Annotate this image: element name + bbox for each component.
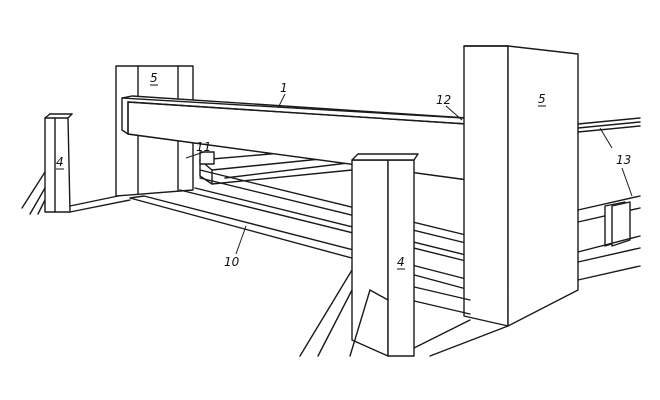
floor-right (409, 285, 509, 357)
right-column (463, 45, 579, 327)
label-rail: 10 (224, 255, 240, 269)
label-beam-end: 12 (436, 93, 451, 107)
label-table-edge: 13 (616, 153, 631, 167)
table (577, 117, 641, 281)
leaders (185, 93, 633, 255)
label-column-left: 5 (150, 71, 158, 85)
label-bracket: 11 (196, 140, 211, 154)
center-post (299, 153, 419, 357)
left-post (21, 113, 73, 215)
label-post-center: 4 (397, 255, 405, 269)
label-column-right: 5 (538, 92, 546, 106)
floor-left (69, 195, 131, 213)
label-beam: 1 (280, 81, 288, 95)
label-post-left: 4 (56, 155, 64, 169)
